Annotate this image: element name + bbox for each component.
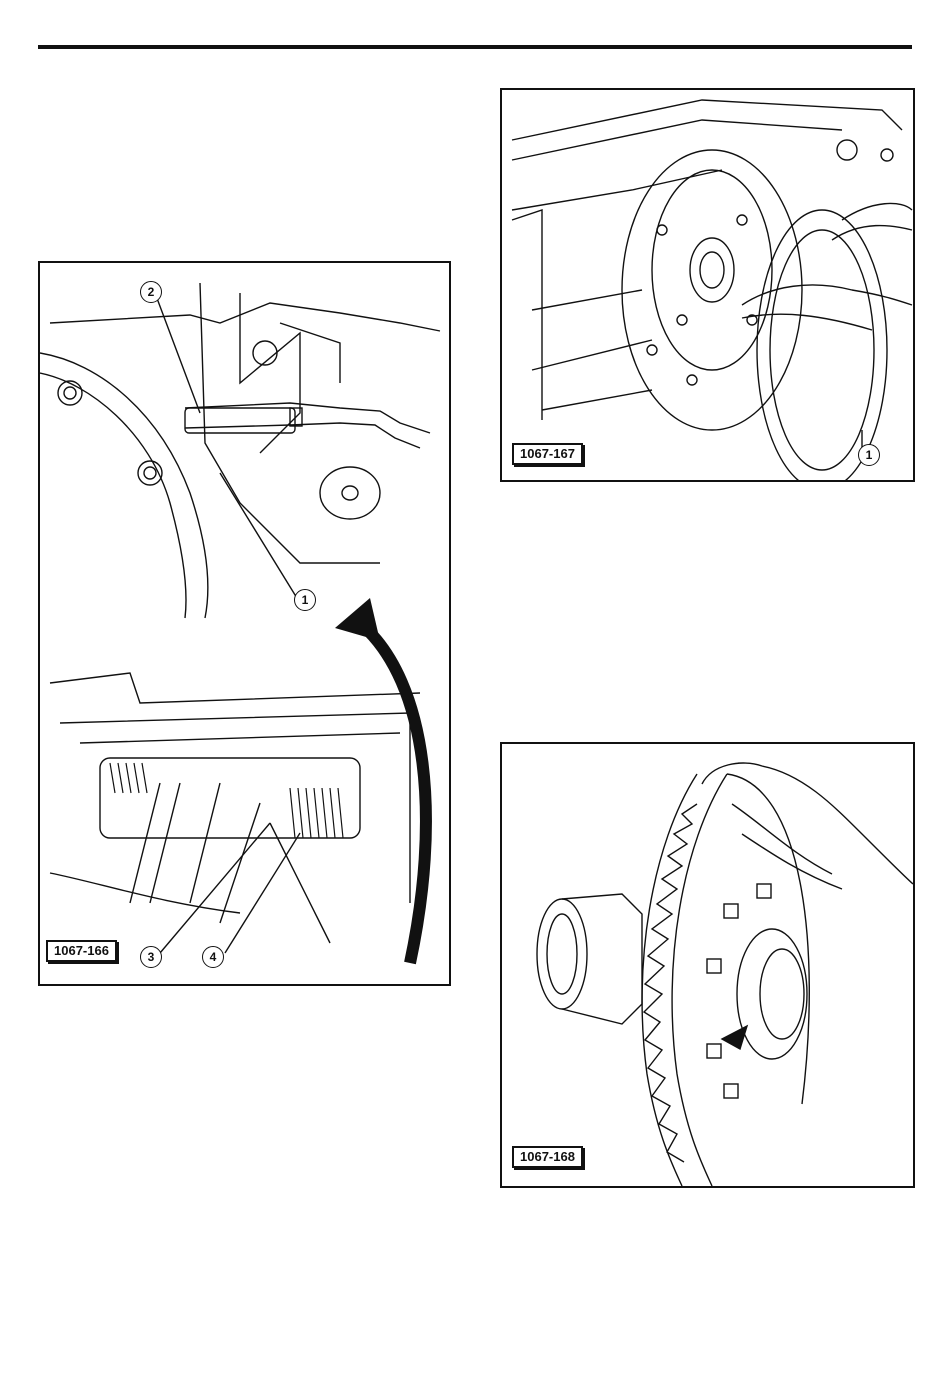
figure-label: 1067-168 xyxy=(512,1146,583,1168)
figure-1067-166: 2 1 3 4 1067-166 xyxy=(38,261,451,986)
figure-1067-168: 1067-168 xyxy=(500,742,915,1188)
illustration-clutch-linkage xyxy=(40,263,449,984)
header-rule xyxy=(38,45,912,49)
callout-1: 1 xyxy=(858,444,880,466)
callout-2: 2 xyxy=(140,281,162,303)
figure-1067-167: 1 1067-167 xyxy=(500,88,915,482)
callout-4: 4 xyxy=(202,946,224,968)
callout-1: 1 xyxy=(294,589,316,611)
figure-label: 1067-167 xyxy=(512,443,583,465)
illustration-flywheel-clutch-disc xyxy=(502,90,913,480)
figure-label: 1067-166 xyxy=(46,940,117,962)
callout-3: 3 xyxy=(140,946,162,968)
illustration-differential-crown-wheel xyxy=(502,744,913,1186)
